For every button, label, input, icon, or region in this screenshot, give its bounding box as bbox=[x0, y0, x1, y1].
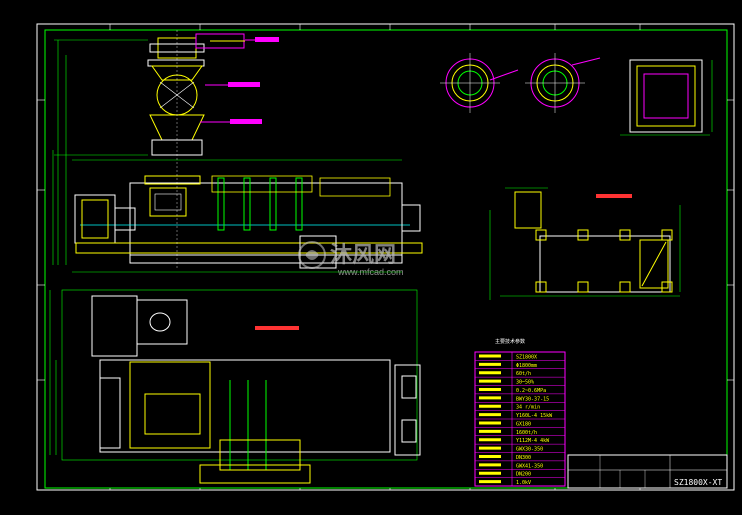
watermark-url: www.mfcad.com bbox=[337, 267, 404, 277]
table-row-label bbox=[479, 455, 501, 458]
flange-detail-1 bbox=[440, 53, 519, 113]
table-row-label bbox=[479, 413, 501, 417]
watermark bbox=[298, 241, 326, 269]
table-row-label bbox=[479, 396, 501, 400]
mfcad-logo-icon bbox=[305, 250, 319, 260]
table-row-value: Φ1800mm bbox=[516, 363, 537, 369]
square-flange-detail bbox=[620, 59, 713, 136]
table-row-value: 1600t/h bbox=[516, 430, 537, 436]
table-row-value: GWX30-350 bbox=[516, 447, 543, 453]
table-row-value: 34 r/min bbox=[516, 405, 540, 411]
table-row-value: 60t/h bbox=[516, 371, 531, 377]
table-row-label bbox=[479, 471, 501, 475]
table-row-label bbox=[479, 388, 501, 391]
table-row-label bbox=[479, 429, 501, 433]
table-row-label bbox=[479, 421, 501, 425]
table-row-value: GX180 bbox=[516, 421, 531, 427]
drawing-frame bbox=[36, 23, 735, 491]
table-row-label bbox=[479, 463, 501, 467]
plan-view bbox=[49, 289, 421, 484]
table-row-value: DN200 bbox=[516, 472, 531, 478]
table-row-label bbox=[479, 371, 501, 375]
table-row-label bbox=[479, 446, 501, 450]
table-row-label bbox=[479, 438, 501, 442]
table-row-label bbox=[479, 480, 501, 484]
front-elevation-view bbox=[52, 30, 423, 273]
table-values: SZ1800X Φ1800mm 60t/h 30~50% 0.2~0.6MPaBWY30… bbox=[479, 354, 553, 486]
table-row-value: Y112M-4 4kW bbox=[516, 438, 550, 444]
parameter-table bbox=[474, 351, 566, 487]
table-row-value: GWX41-350 bbox=[516, 463, 543, 469]
table-row-value: 1.0kV bbox=[516, 480, 531, 486]
table-row-label bbox=[479, 379, 501, 383]
table-header-label: 主要技术参数 bbox=[495, 338, 525, 345]
table-row-label bbox=[479, 362, 501, 366]
title-block bbox=[567, 454, 728, 489]
table-row-value: DN300 bbox=[516, 455, 531, 461]
drawing-number: SZ1800X-XT bbox=[674, 478, 722, 487]
table-row-value: 30~50% bbox=[516, 380, 534, 386]
table-row-value: Y160L-4 15kW bbox=[516, 413, 553, 419]
table-row-label bbox=[479, 354, 501, 358]
table-row-value: 0.2~0.6MPa bbox=[516, 388, 546, 394]
flange-detail-2 bbox=[525, 53, 601, 113]
table-row-value: BWY30-37-15 bbox=[516, 396, 549, 402]
watermark-brand: 沐风网 bbox=[330, 242, 396, 267]
table-row-value: SZ1800X bbox=[516, 354, 537, 360]
foundation-plan bbox=[489, 187, 681, 300]
table-row-label bbox=[479, 404, 501, 408]
